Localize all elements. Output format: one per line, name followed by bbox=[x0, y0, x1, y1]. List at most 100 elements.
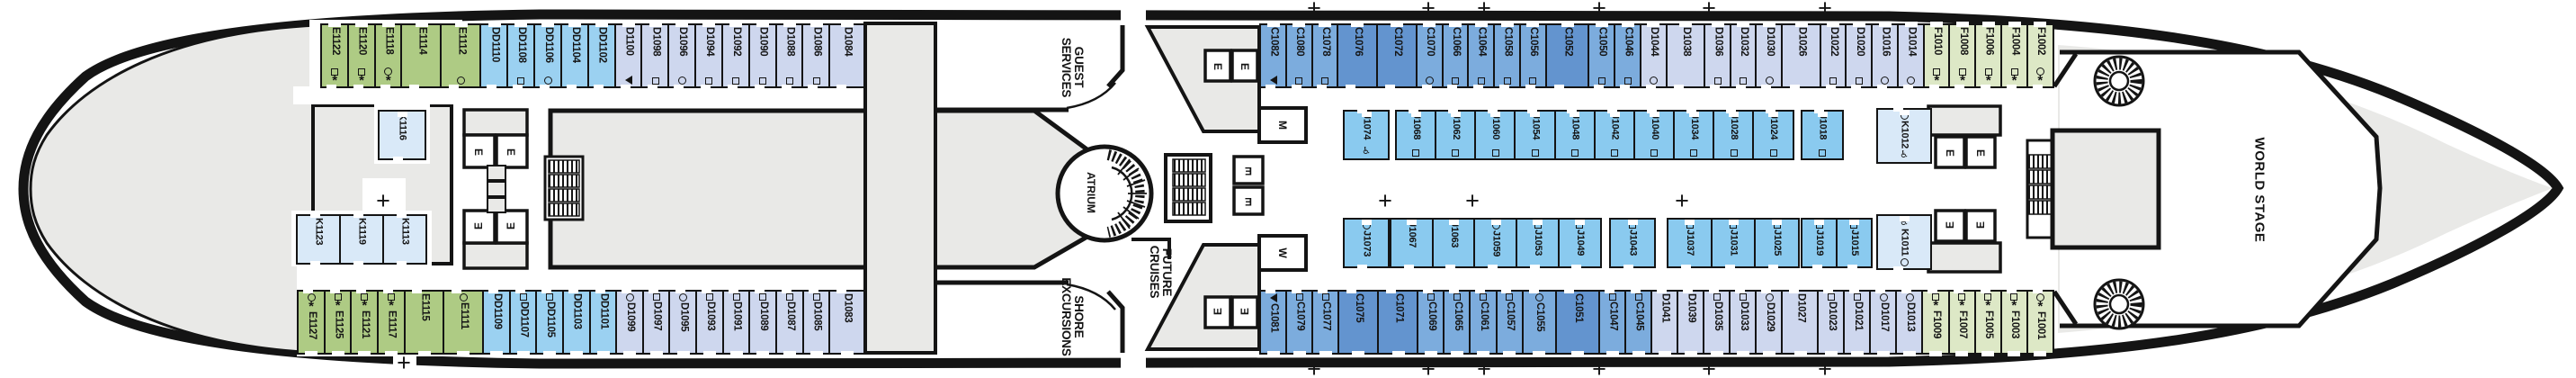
cabin-DD1102[interactable]: DD1102 bbox=[586, 22, 617, 90]
cabin-DD1106[interactable]: DD1106 bbox=[533, 22, 563, 90]
cabin-J1062[interactable]: J1062 bbox=[1435, 108, 1477, 160]
cabin-J1018[interactable]: J1018 bbox=[1801, 108, 1844, 160]
cabin-D1099[interactable]: D1099 bbox=[615, 288, 645, 356]
cabin-C1071[interactable]: C1071 bbox=[1377, 288, 1419, 356]
cabin-D1020[interactable]: D1020 bbox=[1845, 22, 1874, 90]
cabin-DD1103[interactable]: DD1103 bbox=[561, 288, 592, 356]
cabin-D1029[interactable]: D1029 bbox=[1755, 288, 1784, 356]
cabin-E1112[interactable]: E1112 bbox=[440, 22, 482, 90]
cabin-J1053[interactable]: J1053 bbox=[1516, 218, 1561, 270]
cabin-J1048[interactable]: J1048 bbox=[1553, 108, 1597, 160]
cabin-K1011[interactable]: ♿K1011 bbox=[1876, 214, 1932, 272]
cabin-DD1104[interactable]: DD1104 bbox=[559, 22, 590, 90]
cabin-K1116[interactable]: K1116 bbox=[378, 110, 426, 162]
cabin-C1081[interactable]: C1081 bbox=[1259, 288, 1288, 356]
cabin-J1054[interactable]: J1054 bbox=[1514, 108, 1557, 160]
cabin-J1028[interactable]: J1028 bbox=[1713, 108, 1755, 160]
cabin-E1114[interactable]: E1114 bbox=[400, 22, 443, 90]
cabin-D1030[interactable]: D1030 bbox=[1755, 22, 1784, 90]
cabin-J1049[interactable]: J1049 bbox=[1557, 218, 1603, 270]
cabin-DD1108[interactable]: DD1108 bbox=[506, 22, 536, 90]
cabin-D1036[interactable]: D1036 bbox=[1703, 22, 1732, 90]
cabin-F1008[interactable]: F1008* bbox=[1948, 22, 1977, 90]
cabin-D1017[interactable]: D1017 bbox=[1869, 288, 1898, 356]
cabin-E1122[interactable]: E1122* bbox=[320, 22, 350, 90]
cabin-C1072[interactable]: C1072 bbox=[1376, 22, 1418, 90]
cabin-C1056[interactable]: C1056 bbox=[1518, 22, 1547, 90]
cabin-J1025[interactable]: J1025 bbox=[1754, 218, 1800, 270]
cabin-D1100[interactable]: D1100 bbox=[613, 22, 643, 90]
cabin-J1037[interactable]: J1037 bbox=[1667, 218, 1713, 270]
cabin-C1052[interactable]: C1052 bbox=[1544, 22, 1590, 90]
cabin-C1076[interactable]: C1076 bbox=[1337, 22, 1379, 90]
cabin-D1083[interactable]: D1083 bbox=[828, 288, 865, 356]
cabin-C1045[interactable]: C1045 bbox=[1624, 288, 1653, 356]
cabin-C1066[interactable]: C1066 bbox=[1441, 22, 1470, 90]
cabin-F1003[interactable]: *F1003 bbox=[1999, 288, 2029, 356]
cabin-F1005[interactable]: *F1005 bbox=[1973, 288, 2003, 356]
cabin-E1111[interactable]: E1111 bbox=[443, 288, 485, 356]
cabin-F1010[interactable]: F1010* bbox=[1922, 22, 1951, 90]
cabin-C1078[interactable]: C1078 bbox=[1310, 22, 1339, 90]
cabin-D1022[interactable]: D1022 bbox=[1819, 22, 1847, 90]
cabin-D1088[interactable]: D1088 bbox=[774, 22, 804, 90]
cabin-D1093[interactable]: D1093 bbox=[695, 288, 725, 356]
cabin-C1069[interactable]: C1069 bbox=[1417, 288, 1445, 356]
cabin-J1073[interactable]: J1073 bbox=[1343, 218, 1390, 270]
cabin-D1038[interactable]: D1038 bbox=[1665, 22, 1706, 90]
cabin-D1027[interactable]: D1027 bbox=[1781, 288, 1820, 356]
cabin-J1015[interactable]: J1015 bbox=[1835, 218, 1873, 270]
cabin-D1091[interactable]: D1091 bbox=[721, 288, 751, 356]
cabin-D1090[interactable]: D1090 bbox=[747, 22, 778, 90]
cabin-D1023[interactable]: D1023 bbox=[1817, 288, 1846, 356]
cabin-D1035[interactable]: D1035 bbox=[1703, 288, 1731, 356]
cabin-E1120[interactable]: E1120* bbox=[346, 22, 377, 90]
cabin-D1016[interactable]: D1016 bbox=[1871, 22, 1900, 90]
cabin-C1051[interactable]: C1051 bbox=[1554, 288, 1601, 356]
cabin-C1070[interactable]: C1070 bbox=[1415, 22, 1444, 90]
cabin-J1031[interactable]: J1031 bbox=[1710, 218, 1757, 270]
cabin-DD1110[interactable]: DD1110 bbox=[479, 22, 509, 90]
cabin-C1061[interactable]: C1061 bbox=[1469, 288, 1498, 356]
cabin-D1084[interactable]: D1084 bbox=[828, 22, 866, 90]
cabin-D1089[interactable]: D1089 bbox=[748, 288, 778, 356]
cabin-C1080[interactable]: C1080 bbox=[1284, 22, 1313, 90]
cabin-J1040[interactable]: J1040 bbox=[1632, 108, 1676, 160]
cabin-D1097[interactable]: D1097 bbox=[641, 288, 671, 356]
cabin-C1046[interactable]: C1046 bbox=[1614, 22, 1642, 90]
cabin-C1082[interactable]: C1082 bbox=[1259, 22, 1288, 90]
cabin-C1055[interactable]: C1055 bbox=[1521, 288, 1558, 356]
cabin-D1014[interactable]: D1014 bbox=[1896, 22, 1926, 90]
cabin-F1006[interactable]: F1006* bbox=[1974, 22, 2003, 90]
cabin-J1024[interactable]: J1024 bbox=[1752, 108, 1795, 160]
cabin-F1002[interactable]: F1002* bbox=[2026, 22, 2054, 90]
cabin-C1047[interactable]: C1047 bbox=[1598, 288, 1627, 356]
cabin-J1068[interactable]: J1068 bbox=[1395, 108, 1437, 160]
cabin-E1115[interactable]: E1115 bbox=[403, 288, 445, 356]
cabin-D1095[interactable]: D1095 bbox=[668, 288, 698, 356]
cabin-F1009[interactable]: *F1009 bbox=[1921, 288, 1951, 356]
cabin-D1096[interactable]: D1096 bbox=[667, 22, 697, 90]
cabin-E1121[interactable]: *E1121 bbox=[350, 288, 380, 356]
cabin-E1125[interactable]: *E1125 bbox=[323, 288, 353, 356]
cabin-D1033[interactable]: D1033 bbox=[1729, 288, 1758, 356]
cabin-D1032[interactable]: D1032 bbox=[1729, 22, 1758, 90]
cabin-J1043[interactable]: J1043 bbox=[1609, 218, 1656, 270]
cabin-D1013[interactable]: D1013 bbox=[1895, 288, 1924, 356]
cabin-F1004[interactable]: F1004* bbox=[1999, 22, 2029, 90]
cabin-D1092[interactable]: D1092 bbox=[720, 22, 751, 90]
cabin-J1063[interactable]: J1063 bbox=[1431, 218, 1476, 270]
cabin-J1059[interactable]: J1059 bbox=[1473, 218, 1518, 270]
cabin-C1079[interactable]: C1079 bbox=[1285, 288, 1314, 356]
cabin-K1113[interactable]: K1113 bbox=[381, 212, 427, 266]
cabin-DD1107[interactable]: DD1107 bbox=[508, 288, 538, 356]
cabin-C1077[interactable]: C1077 bbox=[1311, 288, 1340, 356]
cabin-D1085[interactable]: D1085 bbox=[801, 288, 831, 356]
cabin-J1019[interactable]: J1019 bbox=[1801, 218, 1838, 270]
cabin-C1075[interactable]: C1075 bbox=[1337, 288, 1380, 356]
cabin-C1064[interactable]: C1064 bbox=[1467, 22, 1496, 90]
cabin-E1117[interactable]: *E1117 bbox=[376, 288, 407, 356]
cabin-DD1109[interactable]: DD1109 bbox=[482, 288, 512, 356]
cabin-DD1105[interactable]: DD1105 bbox=[535, 288, 565, 356]
cabin-D1094[interactable]: D1094 bbox=[694, 22, 724, 90]
